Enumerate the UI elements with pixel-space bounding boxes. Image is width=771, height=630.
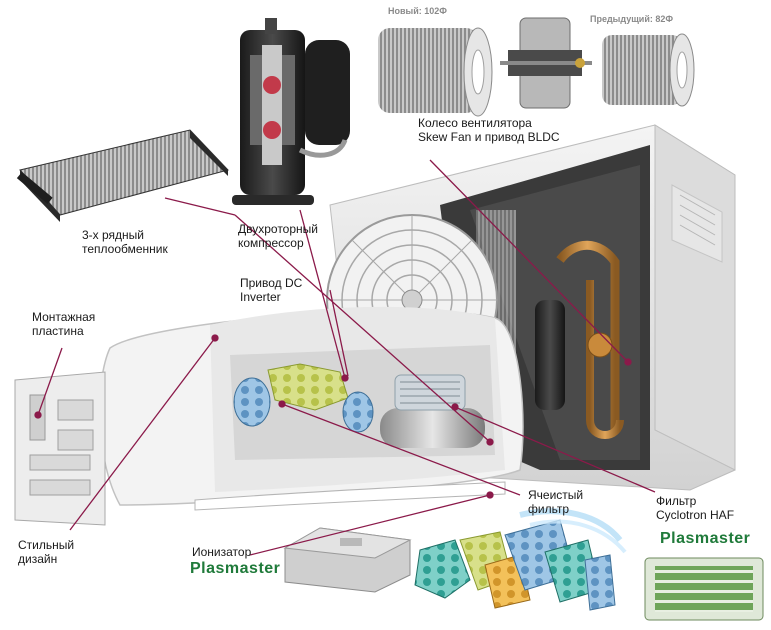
prev-fan-wheel (602, 33, 695, 107)
heat-exchanger-label: 3-х рядный теплообменник (82, 228, 168, 256)
leader-lines (34, 159, 656, 556)
new-fan-wheel (378, 27, 493, 117)
ionizer-brand-logo: Plasmaster (190, 560, 281, 577)
indoor-hex-filters (233, 363, 374, 433)
heat-exchanger-part (16, 129, 229, 222)
fan-wheel-label: Колесо вентилятора Skew Fan и привод BLD… (418, 116, 560, 144)
ionizer-label: Ионизатор (192, 545, 252, 559)
outdoor-copper-tubes (535, 240, 630, 439)
haf-filter-label: Фильтр Cyclotron HAF (656, 494, 735, 522)
compressor-part (232, 18, 350, 205)
ionizer-part (283, 527, 412, 593)
bldc-motor (500, 17, 592, 109)
filter-brand-logo: Plasmaster (660, 530, 751, 547)
prev-fan-label: Предыдущий: 82Ф (590, 14, 674, 24)
stylish-design-label: Стильный дизайн (18, 538, 75, 566)
cellular-filter-part (414, 508, 627, 611)
mounting-plate (14, 371, 106, 526)
mounting-plate-label: Монтажная пластина (32, 310, 96, 338)
dc-inverter-label: Привод DC Inverter (240, 276, 303, 304)
cellular-filter-label: Ячеистый фильтр (528, 488, 584, 516)
haf-filter-part (644, 557, 764, 621)
new-fan-label: Новый: 102Ф (388, 6, 447, 16)
compressor-label: Двухроторный компрессор (238, 222, 318, 250)
